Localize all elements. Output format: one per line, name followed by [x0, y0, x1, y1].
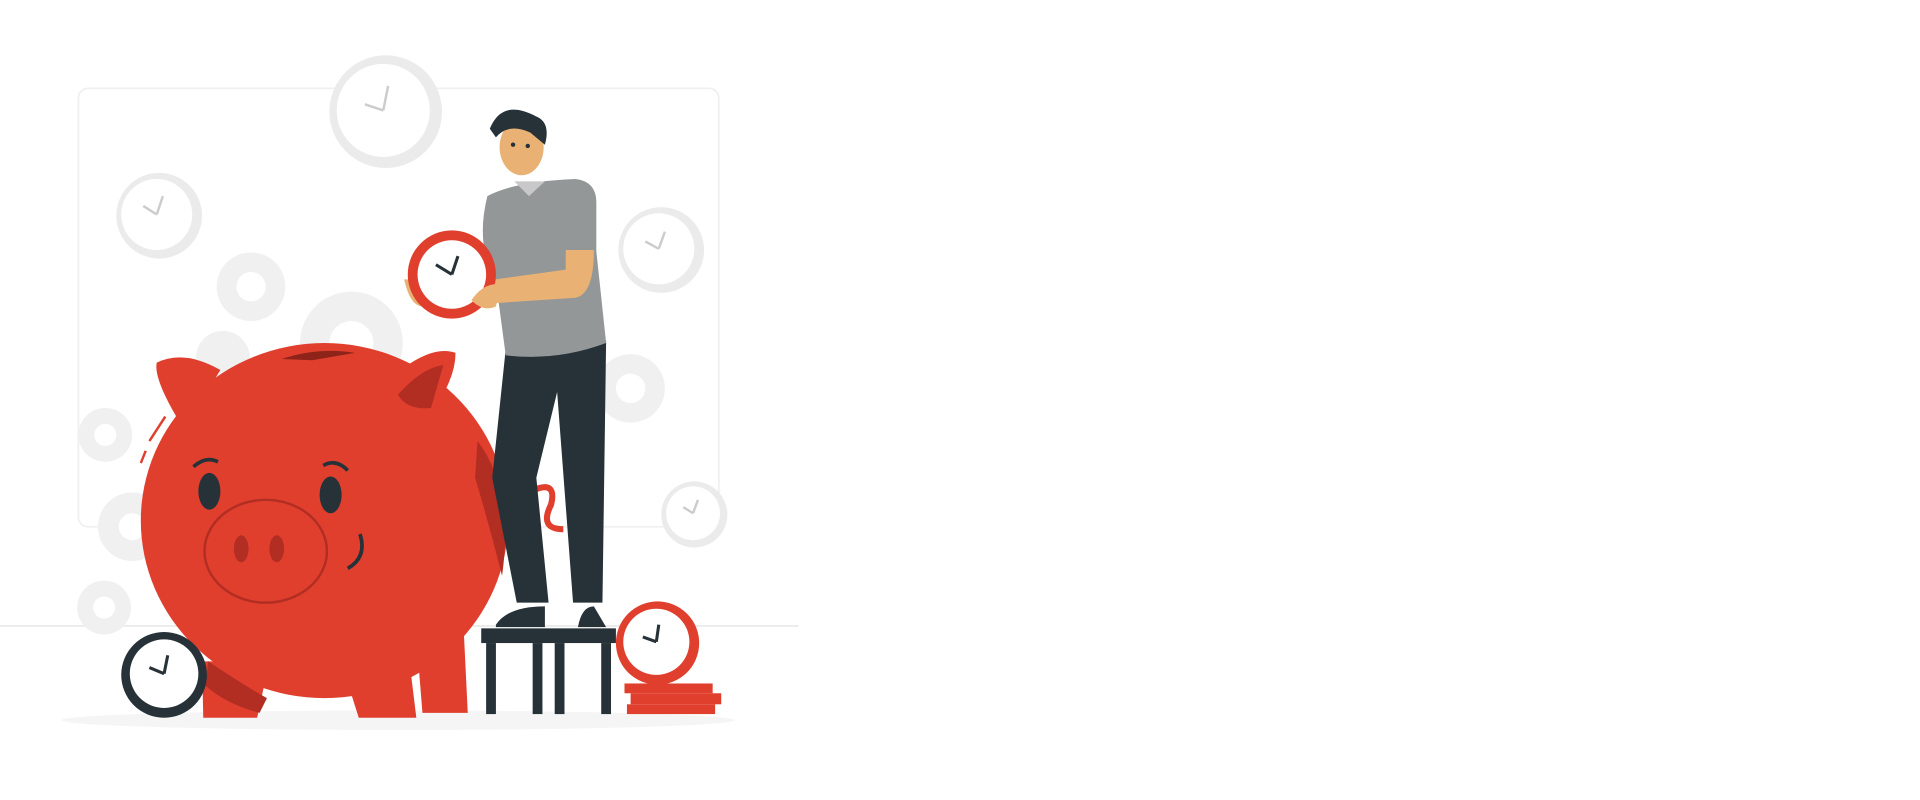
clock-icon: [116, 172, 203, 259]
clock-icon: [661, 481, 728, 548]
piggy-bank-icon: [139, 343, 509, 718]
clock-icon: [615, 601, 700, 685]
clock-icon: [329, 55, 443, 168]
coin-stack-icon: [624, 683, 722, 715]
clock-icon: [407, 230, 503, 319]
clock-icon: [618, 207, 705, 293]
person-icon: [404, 109, 607, 628]
clock-icon: [121, 632, 207, 718]
stool-icon: [481, 628, 616, 715]
squiggle-decoration: [532, 484, 564, 533]
